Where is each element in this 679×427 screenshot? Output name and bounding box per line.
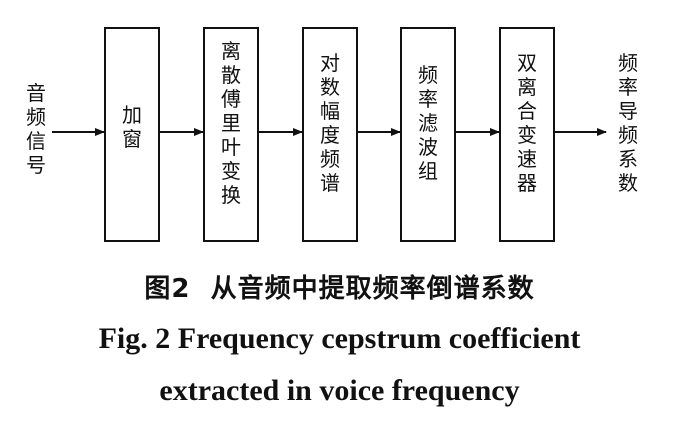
block-windowing <box>104 27 160 242</box>
block-dft <box>203 27 259 242</box>
caption-en-line2: extracted in voice frequency <box>159 374 520 407</box>
block-transmission <box>499 27 555 242</box>
block-filter-bank-label: 频率滤波组 <box>418 63 438 183</box>
block-log-spectrum <box>302 27 358 242</box>
caption-cn-text: 从音频中提取频率倒谱系数 <box>210 274 535 304</box>
block-filter-bank <box>400 27 456 242</box>
output-label: 频率导频系数 <box>618 51 638 195</box>
block-transmission-label: 双离合变速器 <box>517 51 537 195</box>
caption-cn-prefix: 图2 <box>144 274 191 304</box>
block-log-spectrum-label: 对数幅度频谱 <box>320 51 340 195</box>
flow-diagram: 音频信号 加窗 离散傅里叶变换 对数幅度频谱 频率滤波组 双离合变速器 频率导频… <box>26 27 638 242</box>
caption-cn: 图2 从音频中提取频率倒谱系数 <box>0 268 679 305</box>
block-windowing-label: 加窗 <box>122 103 142 151</box>
block-dft-label: 离散傅里叶变换 <box>221 39 241 207</box>
caption-en-line1: Fig. 2 Frequency cepstrum coefficient <box>98 322 581 355</box>
input-label: 音频信号 <box>26 81 46 177</box>
